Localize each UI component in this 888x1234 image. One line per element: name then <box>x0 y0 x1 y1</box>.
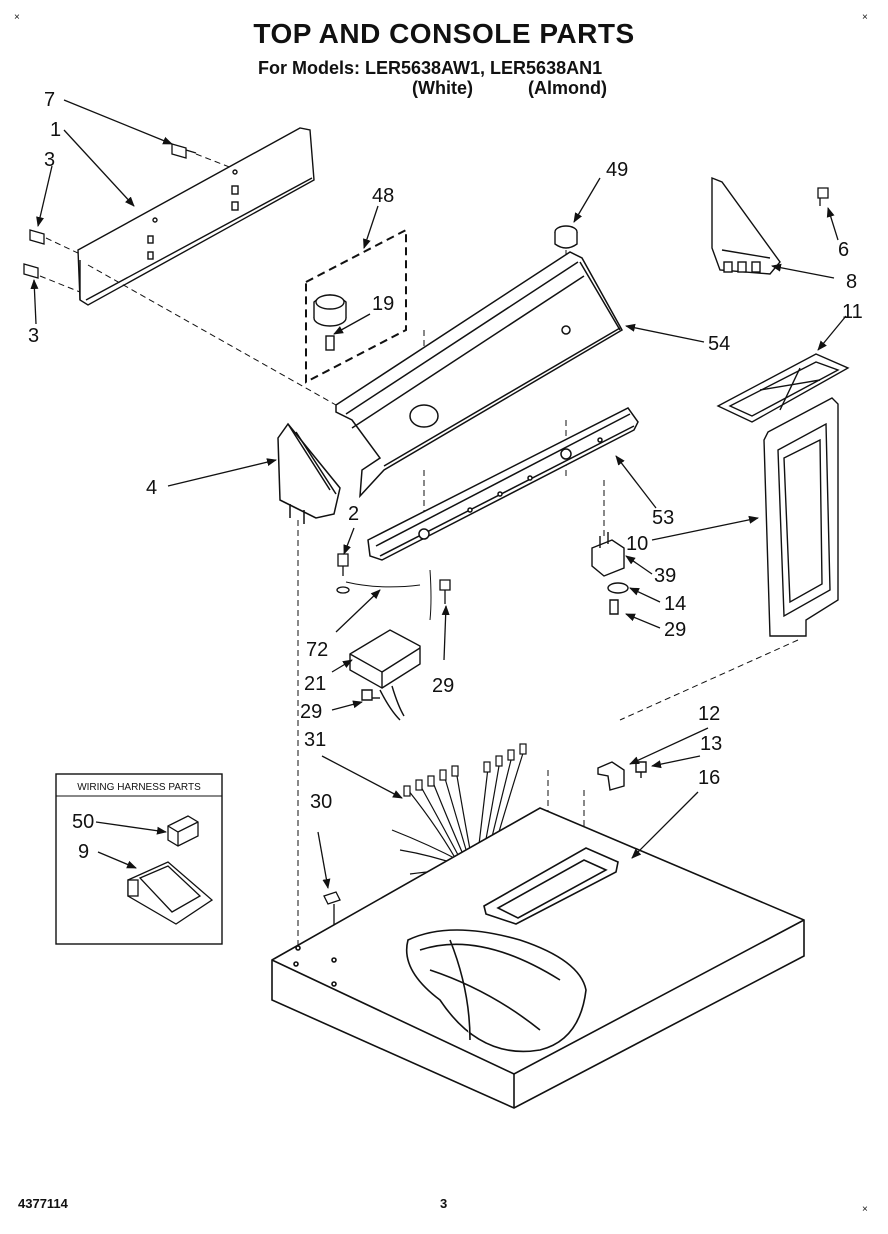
screw-6-part <box>817 187 829 206</box>
callout-30: 30 <box>310 791 332 813</box>
callout-16: 16 <box>698 767 720 789</box>
connector-9-part <box>127 861 214 925</box>
wiring-harness-inset: WIRING HARNESS PARTS <box>55 773 223 945</box>
clip-12-part <box>597 761 647 791</box>
knob-part <box>313 294 347 351</box>
corner-mark-tl: × <box>14 12 20 23</box>
leader-lines <box>30 99 847 889</box>
callout-50: 50 <box>72 811 94 833</box>
callout-29-center: 29 <box>432 675 454 697</box>
doc-number: 4377114 <box>18 1196 68 1211</box>
screw-29-part <box>439 579 451 604</box>
callout-7: 7 <box>44 89 55 111</box>
variant-almond: (Almond) <box>528 78 607 98</box>
page-title: TOP AND CONSOLE PARTS <box>253 18 635 49</box>
console-housing-part <box>335 251 624 499</box>
callout-12: 12 <box>698 703 720 725</box>
callout-29-right: 29 <box>664 619 686 641</box>
models-line: For Models: LER5638AW1, LER5638AN1 <box>258 58 603 78</box>
callout-8: 8 <box>846 271 857 293</box>
control-rail-part <box>367 407 639 561</box>
callout-3-top: 3 <box>44 149 55 171</box>
callout-2: 2 <box>348 503 359 525</box>
callout-49: 49 <box>606 159 628 181</box>
page-number: 3 <box>440 1196 448 1211</box>
callout-54: 54 <box>708 333 730 355</box>
knob-assembly-box <box>305 228 407 384</box>
timer-21-part <box>349 629 421 721</box>
end-cap-part <box>277 422 341 524</box>
rear-bracket-part <box>77 127 315 306</box>
callout-9: 9 <box>78 841 89 863</box>
callout-19: 19 <box>372 293 394 315</box>
callout-11: 11 <box>842 301 863 323</box>
screw-part <box>23 143 197 279</box>
callout-48: 48 <box>372 185 394 207</box>
callout-31: 31 <box>304 729 326 751</box>
frame-10-part <box>763 397 839 637</box>
callout-21: 21 <box>304 673 326 695</box>
variant-white: (White) <box>412 78 473 98</box>
inset-title: WIRING HARNESS PARTS <box>77 782 201 793</box>
callout-4: 4 <box>146 477 157 499</box>
wire-72 <box>345 569 432 621</box>
rear-control-bracket-part <box>711 176 781 275</box>
callout-53: 53 <box>652 507 674 529</box>
callout-1: 1 <box>50 119 61 141</box>
callout-3-bottom: 3 <box>28 325 39 347</box>
callout-29-left: 29 <box>300 701 322 723</box>
wiring-harness-part <box>391 743 527 875</box>
callout-10: 10 <box>626 533 648 555</box>
connector-50-part <box>167 815 199 847</box>
corner-mark-br: × <box>862 1204 868 1215</box>
callout-13: 13 <box>700 733 722 755</box>
callout-72: 72 <box>306 639 328 661</box>
screw-2-part <box>336 553 350 594</box>
switch-39-part <box>591 532 629 615</box>
corner-mark-tr: × <box>862 12 868 23</box>
top-panel-16-part <box>271 807 805 1109</box>
knob-49-part <box>554 225 578 249</box>
callout-39: 39 <box>654 565 676 587</box>
panel-11-part <box>716 353 850 423</box>
callout-6: 6 <box>838 239 849 261</box>
callout-14: 14 <box>664 593 686 615</box>
